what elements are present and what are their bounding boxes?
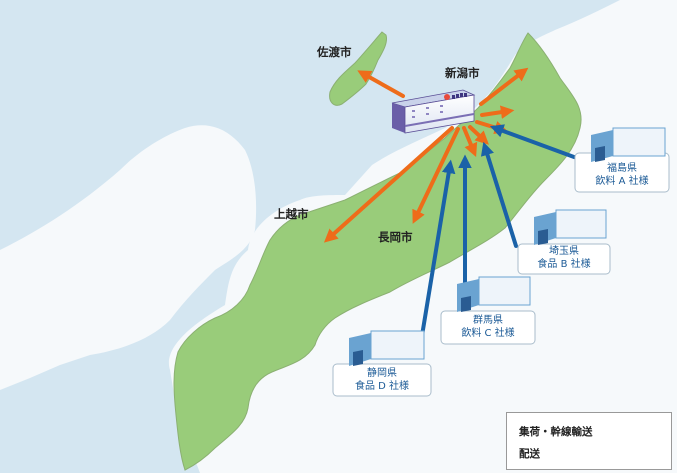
delivery-arrow-nagaoka [412, 127, 460, 224]
delivery-arrow-sado [357, 70, 405, 98]
city-label-nagaoka: 長岡市 [378, 230, 413, 244]
collection-arrow-shizuoka [417, 159, 456, 356]
supplier-company: 食品 D 社様 [354, 381, 410, 392]
supplier-prefecture: 福島県 [607, 163, 637, 174]
supplier-text-saitama: 埼玉県 食品 B 社様 [518, 245, 610, 271]
supplier-card-saitama [517, 209, 611, 275]
sado-island [329, 31, 387, 106]
land-other-west [0, 125, 257, 390]
office-building-icon [534, 209, 607, 245]
office-building-icon [349, 330, 425, 366]
delivery-arrow-east [480, 105, 515, 119]
legend-collection-label: 集荷・幹線輸送 [519, 426, 593, 438]
delivery-arrows [323, 67, 529, 243]
delivery-arrow-south-2 [462, 126, 478, 158]
legend: 集荷・幹線輸送 配送 [506, 412, 672, 470]
collection-arrow-saitama [480, 141, 518, 248]
supplier-card-gunma [440, 276, 536, 345]
supplier-card-fukushima [574, 127, 670, 193]
supplier-prefecture: 静岡県 [367, 368, 397, 379]
supplier-company: 飲料 A 社様 [595, 176, 649, 187]
supplier-prefecture: 埼玉県 [549, 246, 579, 257]
warehouse-icon [391, 89, 476, 134]
city-label-joetsu: 上越市 [274, 207, 309, 221]
supplier-company: 飲料 C 社様 [461, 328, 515, 339]
delivery-arrow-joetsu [323, 126, 454, 243]
office-building-icon [591, 127, 666, 162]
supplier-card-shizuoka [332, 330, 432, 397]
supplier-prefecture: 群馬県 [473, 315, 503, 326]
legend-delivery-label: 配送 [519, 448, 540, 460]
supplier-text-gunma: 群馬県 飲料 C 社様 [441, 314, 535, 340]
city-label-sado: 佐渡市 [317, 45, 352, 59]
delivery-arrow-northeast [479, 67, 529, 106]
supplier-text-fukushima: 福島県 飲料 A 社様 [575, 162, 669, 188]
delivery-arrow-south-1 [468, 125, 489, 145]
city-label-niigata: 新潟市 [445, 66, 480, 80]
office-building-icon [457, 276, 531, 312]
collection-arrow-fukushima [489, 124, 576, 159]
supplier-text-shizuoka: 静岡県 食品 D 社様 [333, 367, 431, 393]
supplier-company: 食品 B 社様 [537, 259, 591, 270]
